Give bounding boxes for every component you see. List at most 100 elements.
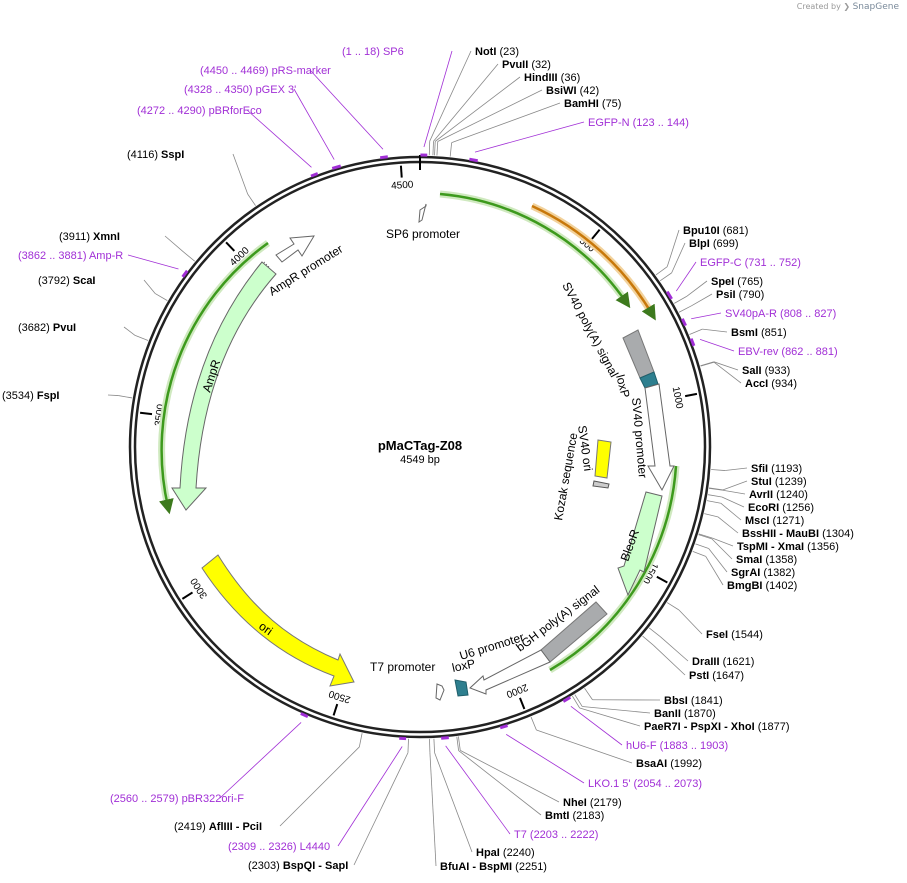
t7-promoter-arrow xyxy=(435,683,445,701)
enzyme-name: BsaAI xyxy=(636,758,670,770)
enzyme-leader xyxy=(436,141,439,156)
highlight-arc-2-line xyxy=(549,465,678,672)
enzyme-label: EcoRI (1256) xyxy=(748,502,814,514)
feature-label-sp6-promoter: SP6 promoter xyxy=(386,227,460,241)
enzyme-position: (1621) xyxy=(723,656,755,668)
primer-name: SP6 xyxy=(383,46,404,58)
enzyme-leader xyxy=(706,500,721,504)
enzyme-leader xyxy=(143,279,156,294)
feature-label-loxp-1: loxP xyxy=(613,373,633,399)
enzyme-leader xyxy=(708,494,722,498)
primer-leader xyxy=(699,338,735,352)
primer-range: (4450 .. 4469) xyxy=(200,65,272,77)
enzyme-name: BfuAI - BspMI xyxy=(440,861,515,873)
enzyme-name: SspI xyxy=(161,149,184,161)
enzyme-leader xyxy=(705,556,724,586)
enzyme-position: (765) xyxy=(737,276,763,288)
enzyme-position: (1193) xyxy=(771,463,802,475)
credit-brand: SnapGene xyxy=(852,2,899,12)
bleor-arrow xyxy=(617,491,663,597)
enzyme-leader xyxy=(530,716,537,731)
enzyme-leader xyxy=(711,469,726,471)
enzyme-name: Bpu10I xyxy=(683,225,723,237)
enzyme-leader xyxy=(456,736,459,751)
primer-leader xyxy=(570,705,623,746)
enzyme-label: BsmI (851) xyxy=(731,327,787,339)
primer-leader xyxy=(337,746,403,847)
ring-tick xyxy=(332,703,339,716)
primer-name: SV40pA-R xyxy=(725,308,780,320)
enzyme-label: AccI (934) xyxy=(745,378,797,390)
enzyme-leader xyxy=(432,141,434,156)
enzyme-leader xyxy=(711,538,733,560)
enzyme-label: BbsI (1841) xyxy=(664,695,723,707)
enzyme-label: (2419) AflIII - PciI xyxy=(174,821,262,833)
primer-mark xyxy=(469,157,478,163)
feature-label-kozak: Kozak sequence xyxy=(551,431,580,521)
enzyme-label: TspMI - XmaI (1356) xyxy=(737,541,839,553)
enzyme-label: (4116) SspI xyxy=(127,149,184,161)
enzyme-leader xyxy=(429,752,437,867)
enzyme-name: BmtI xyxy=(545,810,573,822)
enzyme-leader xyxy=(279,746,360,827)
enzyme-leader xyxy=(155,293,168,301)
enzyme-label: FseI (1544) xyxy=(706,629,763,641)
ring-tick xyxy=(519,697,526,710)
enzyme-labels: NotI (23)PvuII (32)HindIII (36)BsiWI (42… xyxy=(2,46,854,873)
enzyme-position: (1870) xyxy=(684,708,716,720)
enzyme-name: SalI xyxy=(742,365,765,377)
enzyme-label: StuI (1239) xyxy=(751,476,807,488)
enzyme-label: Bpu10I (681) xyxy=(683,225,748,237)
primer-marks xyxy=(127,50,735,847)
ring-tick xyxy=(139,411,153,416)
primer-name: pBRforEco xyxy=(209,105,262,117)
primer-leader xyxy=(675,261,697,292)
enzyme-position: (1992) xyxy=(670,758,702,770)
enzyme-name: NheI xyxy=(563,797,590,809)
enzyme-leader xyxy=(232,153,249,195)
enzyme-leader xyxy=(123,326,136,336)
plasmid-name: pMaCTag-Z08 xyxy=(378,438,462,453)
primer-label: (4450 .. 4469) pRS-marker xyxy=(200,65,331,77)
enzyme-position: (4116) xyxy=(127,149,161,161)
primer-label: T7 (2203 .. 2222) xyxy=(514,829,598,841)
enzyme-leader xyxy=(686,280,708,297)
enzyme-label: (2303) BspQI - SapI xyxy=(248,860,348,872)
primer-mark xyxy=(310,172,319,178)
enzyme-name: BmgBI xyxy=(727,580,766,592)
enzyme-leader xyxy=(642,635,654,646)
primer-name: pRS-marker xyxy=(272,65,332,77)
primer-label: (1 .. 18) SP6 xyxy=(342,46,404,58)
primer-leader xyxy=(219,722,302,799)
plasmid-size: 4549 bp xyxy=(400,454,440,466)
primer-range: (1 .. 18) xyxy=(342,46,383,58)
enzyme-position: (933) xyxy=(765,365,791,377)
enzyme-name: DraIII xyxy=(692,656,723,668)
enzyme-leader xyxy=(429,50,472,142)
primer-leader xyxy=(474,121,585,153)
enzyme-name: MscI xyxy=(745,515,773,527)
primer-range: (808 .. 827) xyxy=(780,308,836,320)
enzyme-leader xyxy=(725,467,748,471)
primer-name: Amp-R xyxy=(89,250,123,262)
credit-prefix: Created by xyxy=(796,2,841,11)
enzyme-label: PaeR7I - PspXI - XhoI (1877) xyxy=(644,721,790,733)
primer-range: (1883 .. 1903) xyxy=(660,740,729,752)
enzyme-leader xyxy=(698,534,713,540)
enzyme-position: (36) xyxy=(561,72,581,84)
enzyme-leader xyxy=(691,293,713,307)
feature-label-ori: ori xyxy=(256,619,275,638)
primer-name: LKO.1 5' xyxy=(588,778,634,790)
enzyme-name: HpaI xyxy=(476,847,503,859)
primer-range: (2203 .. 2222) xyxy=(530,829,599,841)
primer-leader xyxy=(423,50,453,148)
primer-mark xyxy=(499,724,508,730)
enzyme-position: (42) xyxy=(580,85,600,97)
enzyme-position: (23) xyxy=(499,46,519,58)
enzyme-label: BanII (1870) xyxy=(654,708,716,720)
enzyme-name: SpeI xyxy=(711,276,737,288)
enzyme-leader xyxy=(689,328,703,335)
enzyme-name: SgrAI xyxy=(731,567,763,579)
feature-label-sv40-promoter: SV40 promoter xyxy=(629,397,650,479)
enzyme-label: PvuII (32) xyxy=(502,59,551,71)
